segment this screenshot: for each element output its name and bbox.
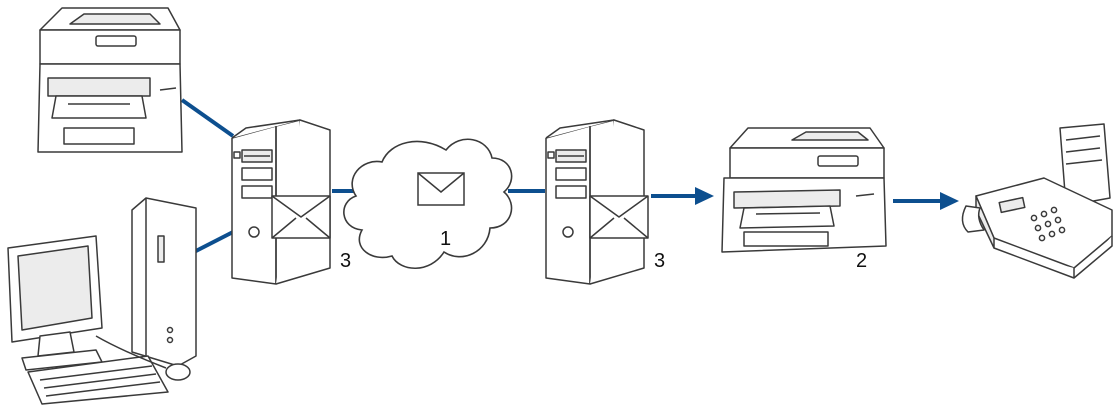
arrow-head-to-fax <box>940 192 959 210</box>
label-sending-mail-server: 3 <box>340 250 351 272</box>
label-receiving-machine: 2 <box>856 250 867 272</box>
envelope-icon <box>417 172 465 206</box>
label-receiving-mail-server: 3 <box>654 250 665 272</box>
fax-machine-icon <box>961 123 1113 279</box>
multifunction-printer-icon-right <box>721 127 887 253</box>
mail-server-icon-right <box>545 119 649 285</box>
cloud-email-icon: 1 <box>343 138 513 269</box>
link-computer-to-server <box>189 230 234 256</box>
desktop-computer-icon <box>7 197 197 405</box>
label-internet: 1 <box>440 228 451 250</box>
link-printer-to-server <box>180 98 235 138</box>
mail-server-icon-left <box>231 119 331 285</box>
multifunction-printer-icon <box>37 7 183 153</box>
arrow-head-to-machine <box>695 187 714 205</box>
